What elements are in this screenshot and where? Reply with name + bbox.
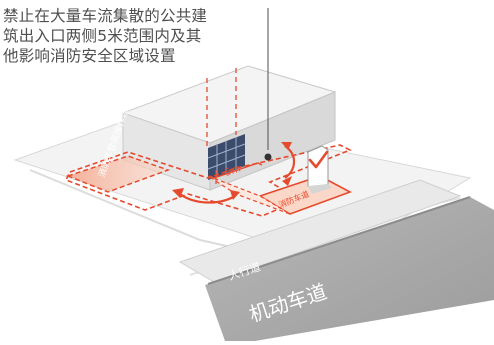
arrow-left-curve [179,193,236,204]
charging-pile-icon [307,145,332,194]
arrow-top-head [281,142,292,150]
distance-marker [209,162,263,179]
caption-line-3: 他影响消防安全区域设置 [3,47,176,65]
entrance-door-icon [207,134,246,180]
restricted-area-outline [64,144,352,217]
sidewalk-strip [178,179,462,283]
fire-operation-zone [65,155,171,193]
distance-label: 5m [224,163,243,178]
arrow-bottom-head [282,176,292,186]
road-surface [205,197,494,341]
checkmark-icon [308,150,329,169]
road-edge [207,196,471,285]
arrow-right-head [230,190,240,200]
caption-line-1: 禁止在大量车流集散的公共建 [3,7,208,25]
leader-dot [264,153,272,161]
arrow-left-head [172,188,184,198]
caption-line-2: 筑出入口两侧5米范围内及其 [3,27,202,45]
fire-lane-left [207,175,291,215]
